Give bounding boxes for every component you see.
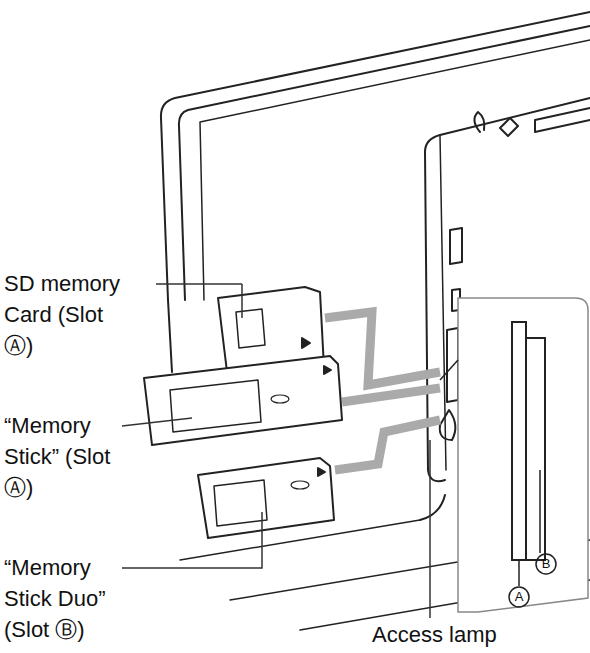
memory-stick-duo <box>198 458 334 538</box>
leader-line <box>429 440 431 618</box>
slot-a <box>512 322 526 560</box>
slot-letter: A <box>509 587 529 607</box>
leader-line <box>122 512 262 568</box>
screen-edge <box>200 40 590 300</box>
button <box>535 108 590 132</box>
part-label: “Memory Stick” (Slot Ⓐ) <box>4 410 126 503</box>
frame-bezel <box>179 26 590 300</box>
part-label: Access lamp <box>372 619 572 650</box>
slot-b-leader <box>539 470 541 553</box>
sd-card-label <box>236 309 265 348</box>
slot-b <box>526 338 545 560</box>
part-label: SD memory Card (Slot Ⓐ) <box>4 268 126 361</box>
insert-arrow <box>342 388 440 402</box>
sd-card-arrow <box>302 338 310 348</box>
memory-stick <box>144 356 342 445</box>
slot-letter: B <box>536 554 556 574</box>
memory-stick-label <box>170 380 261 432</box>
slot-a-leader <box>518 560 520 586</box>
insert-arrow <box>325 312 440 385</box>
button <box>500 118 518 136</box>
insert-arrow <box>335 420 440 470</box>
leader-line <box>241 284 243 318</box>
frame-outline <box>168 300 172 372</box>
leader-line <box>122 418 192 426</box>
frame-outline <box>161 12 590 300</box>
card-logo <box>291 481 309 489</box>
port <box>450 228 462 264</box>
memory-stick-duo-arrow <box>318 468 325 476</box>
slot-a-circle <box>509 587 529 607</box>
memory-stick-duo-label <box>214 480 267 526</box>
memory-stick-arrow <box>324 366 331 374</box>
inset-pointer <box>440 360 458 380</box>
inset-frame <box>458 298 588 612</box>
part-label: “Memory Stick Duo” (Slot Ⓑ) <box>4 552 130 645</box>
stand-base <box>420 495 445 520</box>
access-lamp <box>440 410 456 440</box>
card-logo <box>271 395 289 403</box>
slot-b-circle <box>536 554 556 574</box>
leader-line <box>156 283 242 285</box>
button <box>474 112 484 132</box>
